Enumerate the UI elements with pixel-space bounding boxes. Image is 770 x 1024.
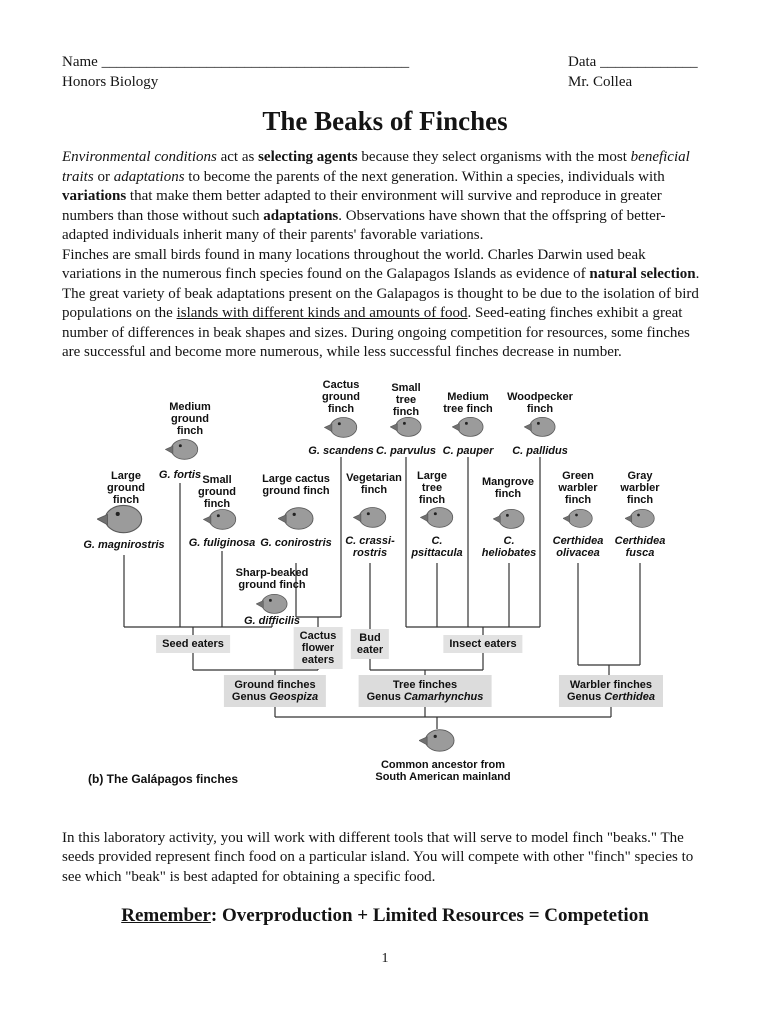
name-field-line: Name ___________________________________… — [62, 54, 410, 70]
diet-box-seed-eaters: Seed eaters — [156, 634, 230, 653]
remember-statement: Remember: Overproduction + Limited Resou… — [121, 905, 649, 926]
data-field-line: Data _____________ — [568, 54, 698, 70]
label-g-scandens: G. scandens — [308, 444, 374, 457]
label-mangrove-finch: Mangrove finch — [482, 475, 534, 500]
genus-box-ground-finches: Ground finches Genus Geospiza — [223, 674, 327, 707]
label-woodpecker-finch: Woodpecker finch — [507, 390, 573, 415]
label-g-magnirostris: G. magnirostris — [83, 538, 165, 551]
intro-paragraph-1: Environmental conditions act as selectin… — [62, 149, 690, 243]
label-c-pallidus: C. pallidus — [512, 444, 568, 457]
label-g-fortis: G. fortis — [158, 468, 202, 481]
finch-head-woodpecker-image — [523, 415, 556, 443]
label-c-pauper: C. pauper — [442, 444, 494, 457]
diet-box-cactus-flower-eaters: Cactus flower eaters — [293, 626, 343, 669]
label-large-cactus-ground-finch: Large cactus ground finch — [262, 472, 330, 497]
finch-head-large-cactus-image — [277, 505, 314, 536]
label-cactus-ground-finch: Cactus ground finch — [322, 378, 360, 415]
label-g-fuliginosa: G. fuliginosa — [188, 536, 256, 549]
label-certhidea-fusca: Certhidea fusca — [614, 534, 666, 559]
teacher-label: Mr. Collea — [568, 74, 633, 90]
tree-connector-lines — [123, 456, 641, 729]
label-c-heliobates: C. heliobates — [481, 534, 537, 559]
finch-head-medium-ground-image — [164, 437, 199, 466]
label-vegetarian-finch: Vegetarian finch — [346, 471, 402, 496]
genus-box-warbler-finches: Warbler finches Genus Certhidea — [558, 674, 664, 707]
label-c-psittacula: C. psittacula — [411, 534, 463, 559]
lab-activity-paragraph: In this laboratory activity, you will wo… — [62, 829, 694, 885]
finch-head-medium-tree-image — [451, 415, 484, 443]
genus-box-tree-finches: Tree finches Genus Camarhynchus — [358, 674, 492, 707]
label-sharp-beaked-ground-finch: Sharp-beaked ground finch — [235, 566, 309, 591]
finch-head-small-ground-image — [202, 507, 237, 536]
finch-head-vegetarian-image — [352, 505, 387, 534]
label-medium-ground-finch: Medium ground finch — [169, 400, 211, 437]
label-medium-tree-finch: Medium tree finch — [443, 390, 493, 415]
page-title: The Beaks of Finches — [262, 106, 508, 136]
label-g-conirostris: G. conirostris — [260, 536, 332, 549]
diagram-caption: (b) The Galápagos finches — [88, 771, 239, 786]
finch-head-large-tree-image — [419, 505, 454, 534]
finch-head-sharp-beaked-image — [255, 592, 288, 620]
label-small-tree-finch: Small tree finch — [391, 381, 421, 418]
diet-box-bud-eater: Bud eater — [350, 628, 390, 659]
diet-box-insect-eaters: Insect eaters — [443, 634, 523, 653]
course-label: Honors Biology — [62, 74, 159, 90]
finch-head-green-warbler-image — [562, 507, 593, 534]
finch-head-gray-warbler-image — [624, 507, 655, 534]
finch-head-mangrove-image — [492, 507, 525, 535]
finch-head-cactus-ground-image — [323, 415, 358, 444]
finch-head-small-tree-image — [389, 415, 422, 443]
finch-head-large-ground-image — [96, 502, 143, 540]
label-green-warbler-finch: Green warbler finch — [558, 469, 598, 506]
label-large-ground-finch: Large ground finch — [107, 469, 145, 506]
label-certhidea-olivacea: Certhidea olivacea — [552, 534, 604, 559]
label-common-ancestor: Common ancestor from South American main… — [375, 758, 511, 783]
finch-head-common-ancestor-image — [418, 727, 455, 758]
document-header: Name ___________________________________… — [62, 52, 708, 92]
intro-paragraph-2: Finches are small birds found in many lo… — [62, 246, 700, 361]
label-small-ground-finch: Small ground finch — [198, 473, 236, 510]
page-number: 1 — [381, 951, 389, 966]
label-c-crassirostris: C. crassi- rostris — [345, 534, 395, 559]
label-large-tree-finch: Large tree finch — [417, 469, 447, 506]
label-g-difficilis: G. difficilis — [243, 614, 301, 627]
label-c-parvulus: C. parvulus — [376, 444, 436, 457]
label-gray-warbler-finch: Gray warbler finch — [620, 469, 660, 506]
